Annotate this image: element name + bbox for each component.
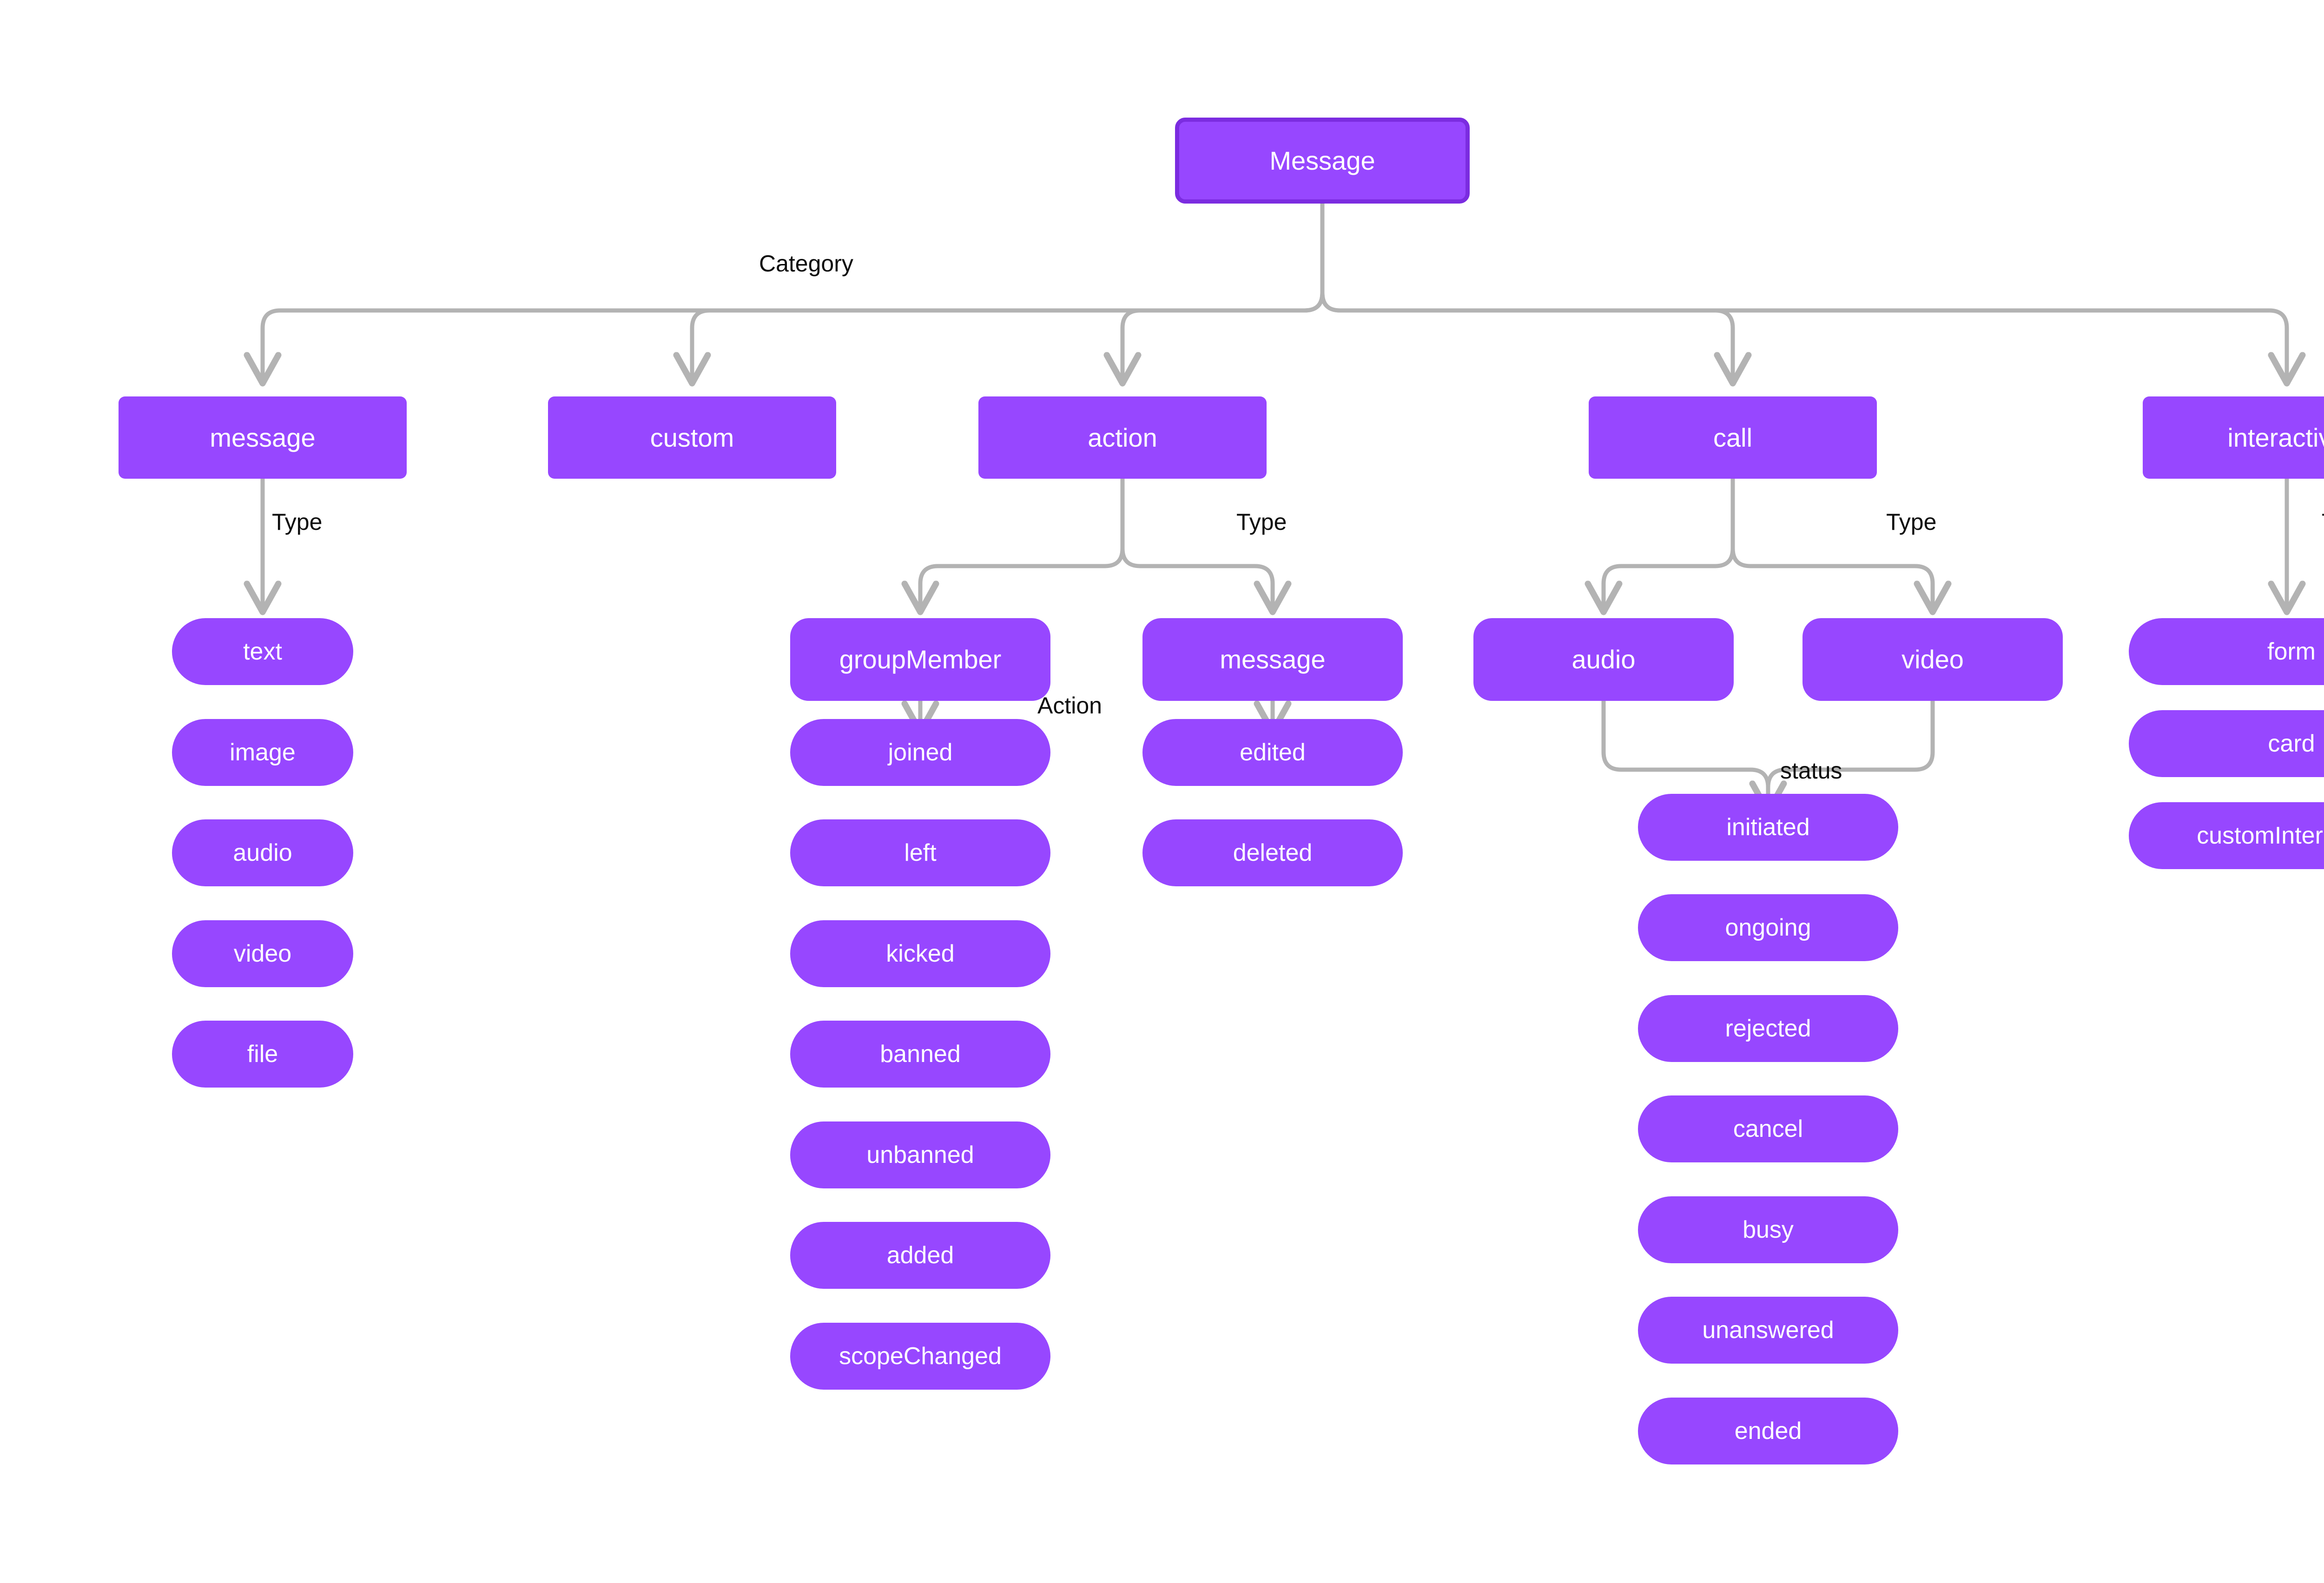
- node-category-call[interactable]: call: [1589, 396, 1877, 479]
- node-label: unbanned: [866, 1141, 974, 1168]
- node-interactive-type-custominteractive[interactable]: customInteractive: [2129, 802, 2324, 869]
- node-label: audio: [1571, 645, 1636, 674]
- node-groupmember-action-unbanned[interactable]: unbanned: [790, 1121, 1050, 1188]
- node-label: cancel: [1733, 1115, 1803, 1142]
- node-call-status-rejected[interactable]: rejected: [1638, 995, 1898, 1062]
- node-interactive-type-card[interactable]: card: [2129, 710, 2324, 777]
- edge-root-to-call: [1320, 290, 1752, 387]
- node-label: groupMember: [839, 645, 1002, 674]
- node-label: joined: [888, 739, 953, 766]
- node-label: customInteractive: [2197, 822, 2324, 849]
- node-actionmessage-action-deleted[interactable]: deleted: [1142, 819, 1403, 886]
- edge-action-to-groupmember: [901, 476, 1125, 615]
- edge-call-to-audio: [1585, 476, 1735, 615]
- node-message-type-image[interactable]: image: [172, 719, 353, 786]
- node-label: video: [233, 940, 292, 967]
- node-action-type-groupmember[interactable]: groupMember: [790, 618, 1050, 701]
- edge-label-type-call: Type: [1886, 509, 1937, 535]
- node-call-status-initiated[interactable]: initiated: [1638, 794, 1898, 861]
- node-label: banned: [880, 1041, 961, 1068]
- node-label: added: [886, 1242, 954, 1269]
- node-label: image: [230, 739, 296, 766]
- node-label: call: [1713, 422, 1753, 452]
- node-label: edited: [1240, 739, 1306, 766]
- node-label: initiated: [1726, 814, 1810, 841]
- node-label: message: [1220, 645, 1326, 674]
- node-label: audio: [233, 839, 292, 866]
- node-label: kicked: [886, 940, 955, 967]
- node-groupmember-action-added[interactable]: added: [790, 1222, 1050, 1289]
- edge-root-to-custom: [673, 290, 1325, 387]
- node-call-status-ongoing[interactable]: ongoing: [1638, 894, 1898, 961]
- node-label: ended: [1734, 1418, 1802, 1444]
- node-label: action: [1088, 422, 1157, 452]
- node-category-action[interactable]: action: [978, 396, 1267, 479]
- edge-call-to-video: [1730, 476, 1952, 615]
- node-label: ongoing: [1725, 914, 1811, 941]
- node-call-type-audio[interactable]: audio: [1473, 618, 1734, 701]
- edge-label-status: status: [1780, 758, 1842, 784]
- edge-label-type-action: Type: [1236, 509, 1287, 535]
- edge-action-to-submessage: [1120, 476, 1292, 615]
- node-groupmember-action-kicked[interactable]: kicked: [790, 920, 1050, 987]
- node-label: unanswered: [1702, 1317, 1834, 1344]
- node-groupmember-action-scopechanged[interactable]: scopeChanged: [790, 1323, 1050, 1390]
- edge-label-action: Action: [1037, 693, 1102, 719]
- node-label: deleted: [1233, 839, 1313, 866]
- node-call-type-video[interactable]: video: [1802, 618, 2063, 701]
- node-groupmember-action-banned[interactable]: banned: [790, 1021, 1050, 1088]
- node-label: interactive: [2227, 422, 2324, 452]
- edge-root-to-interactive: [1320, 290, 2306, 387]
- node-message-type-file[interactable]: file: [172, 1021, 353, 1088]
- node-label: busy: [1743, 1216, 1794, 1243]
- node-label: form: [2267, 638, 2316, 665]
- node-label: video: [1901, 645, 1964, 674]
- node-actionmessage-action-edited[interactable]: edited: [1142, 719, 1403, 786]
- node-interactive-type-form[interactable]: form: [2129, 618, 2324, 685]
- node-label: file: [247, 1041, 278, 1068]
- edge-video-to-status: [1766, 699, 1935, 811]
- edge-root-to-message: [244, 290, 1325, 387]
- node-message-type-audio[interactable]: audio: [172, 819, 353, 886]
- node-root-message[interactable]: Message: [1175, 118, 1470, 204]
- node-category-message[interactable]: message: [119, 396, 407, 479]
- node-groupmember-action-joined[interactable]: joined: [790, 719, 1050, 786]
- node-call-status-busy[interactable]: busy: [1638, 1196, 1898, 1263]
- node-message-type-text[interactable]: text: [172, 618, 353, 685]
- node-label: text: [243, 638, 282, 665]
- node-groupmember-action-left[interactable]: left: [790, 819, 1050, 886]
- node-category-interactive[interactable]: interactive: [2143, 396, 2324, 479]
- node-action-type-message[interactable]: message: [1142, 618, 1403, 701]
- node-label: message: [210, 422, 316, 452]
- node-call-status-unanswered[interactable]: unanswered: [1638, 1297, 1898, 1364]
- node-message-type-video[interactable]: video: [172, 920, 353, 987]
- node-label: custom: [650, 422, 734, 452]
- node-label: left: [904, 839, 937, 866]
- node-label: card: [2268, 730, 2315, 757]
- node-call-status-ended[interactable]: ended: [1638, 1398, 1898, 1464]
- node-call-status-cancel[interactable]: cancel: [1638, 1095, 1898, 1162]
- node-label: Message: [1269, 145, 1375, 175]
- node-label: scopeChanged: [839, 1343, 1002, 1370]
- edge-label-type-interactive: Type: [2322, 510, 2324, 534]
- edge-label-type-message: Type: [272, 509, 323, 535]
- edge-label-category: Category: [759, 251, 853, 277]
- node-category-custom[interactable]: custom: [548, 396, 836, 479]
- node-label: rejected: [1725, 1015, 1811, 1042]
- edge-audio-to-status: [1601, 699, 1787, 815]
- edge-root-to-action: [1103, 290, 1325, 387]
